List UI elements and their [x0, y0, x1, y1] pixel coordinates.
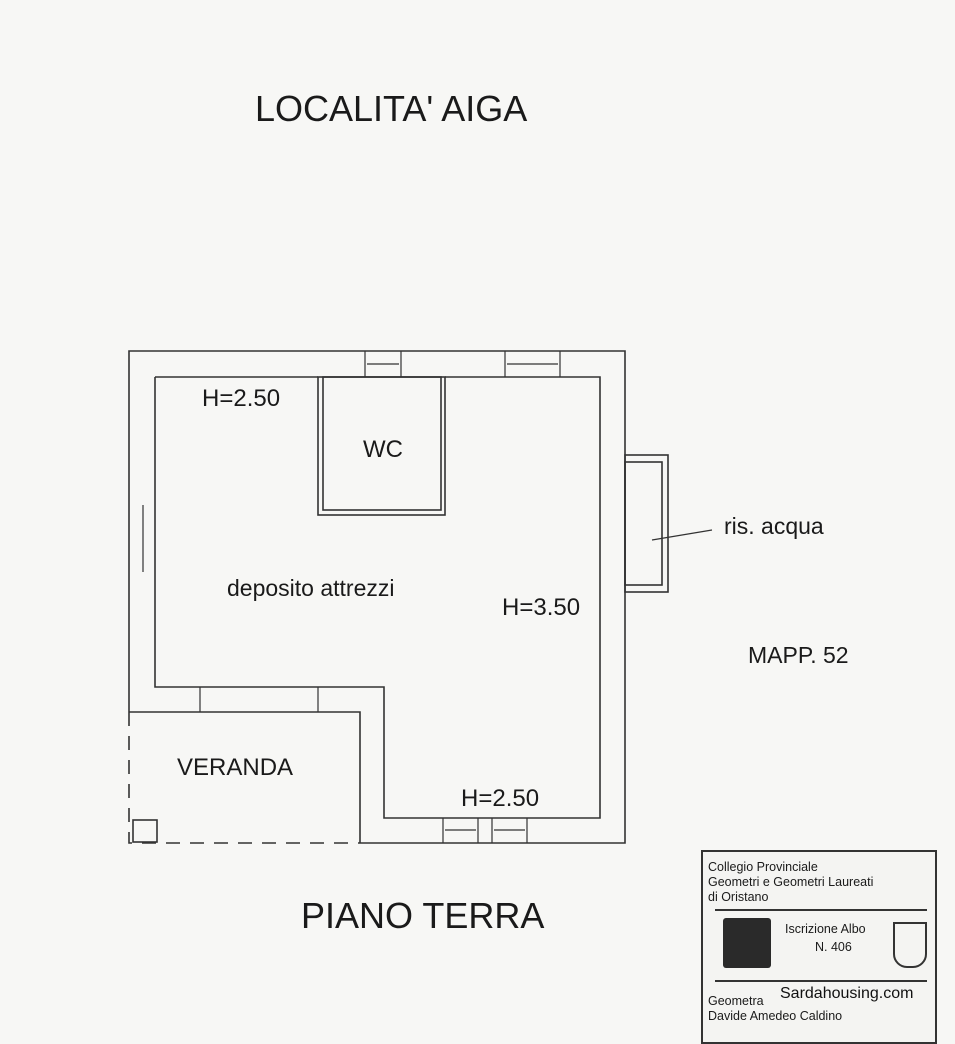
inner-wall [154, 376, 601, 819]
stamp-line1: Collegio Provinciale [708, 860, 818, 874]
stamp-line3: di Oristano [708, 890, 769, 904]
windows [142, 351, 561, 843]
water-tank-inner [624, 461, 663, 586]
stamp-divider [715, 909, 927, 911]
stamp-divider-2 [715, 980, 927, 982]
wc-inner [322, 376, 442, 511]
parcel-label: MAPP. 52 [748, 642, 849, 668]
professional-stamp: Collegio Provinciale Geometri e Geometri… [701, 850, 937, 1044]
veranda-wall [129, 711, 361, 843]
stamp-albo: Iscrizione Albo [785, 922, 866, 936]
watermark: Sardahousing.com [780, 985, 914, 1002]
stamp-number: N. 406 [815, 940, 852, 954]
room-height-bottom: H=2.50 [461, 785, 540, 812]
pillar [132, 819, 158, 843]
logo-icon [723, 918, 771, 968]
stamp-role: Geometra [708, 994, 764, 1008]
water-tank-label: ris. acqua [724, 513, 824, 539]
tank-leader-line [651, 529, 713, 541]
page-title: LOCALITA' AIGA [255, 88, 528, 129]
room-height-top-left: H=2.50 [202, 385, 281, 412]
coat-of-arms-icon [893, 922, 927, 968]
room-label-veranda: VERANDA [177, 754, 294, 781]
plan-title: PIANO TERRA [301, 895, 545, 936]
outer-wall [128, 350, 626, 844]
room-label-wc: WC [363, 436, 403, 463]
veranda-dashed-edge [128, 712, 360, 844]
room-height-right: H=3.50 [502, 594, 581, 621]
stamp-line2: Geometri e Geometri Laureati [708, 875, 874, 889]
stamp-name: Davide Amedeo Caldino [708, 1009, 843, 1023]
room-label-deposito: deposito attrezzi [227, 575, 395, 601]
